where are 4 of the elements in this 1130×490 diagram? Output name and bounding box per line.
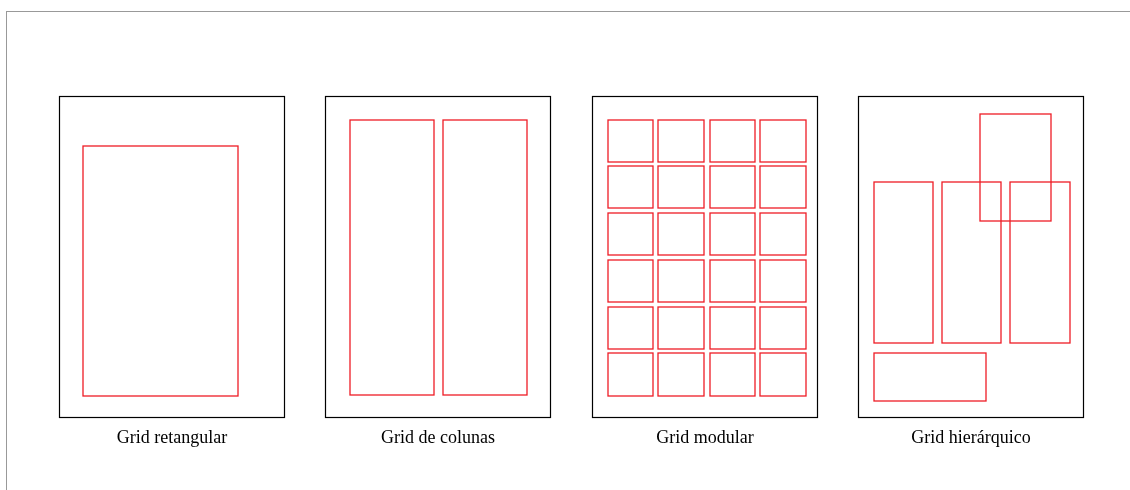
node-label: Grid retangular xyxy=(115,427,229,448)
node-label: Grid hierárquico xyxy=(910,427,1032,448)
node-label: Grid de colunas xyxy=(380,427,496,448)
node-label: Grid modular xyxy=(655,427,755,448)
